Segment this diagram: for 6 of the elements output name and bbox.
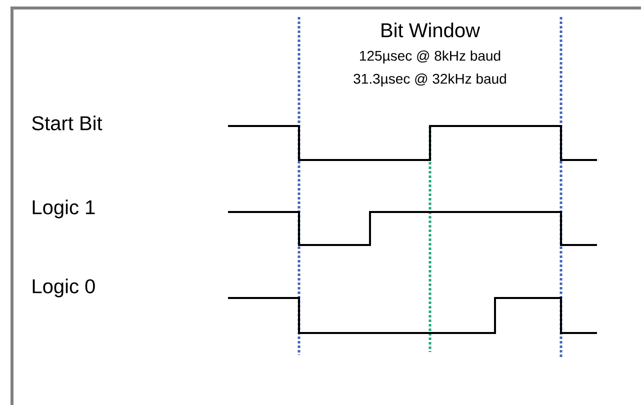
signal-label: Start Bit [32, 116, 102, 130]
window-title: Bit Window [382, 22, 480, 38]
signal-label: Logic 0 [32, 278, 95, 298]
timing-note: 125µsec @ 8kHz baud [360, 50, 500, 64]
timing-note: 31.3µsec @ 32kHz baud [354, 73, 506, 87]
signal-label: Logic 1 [32, 200, 95, 218]
